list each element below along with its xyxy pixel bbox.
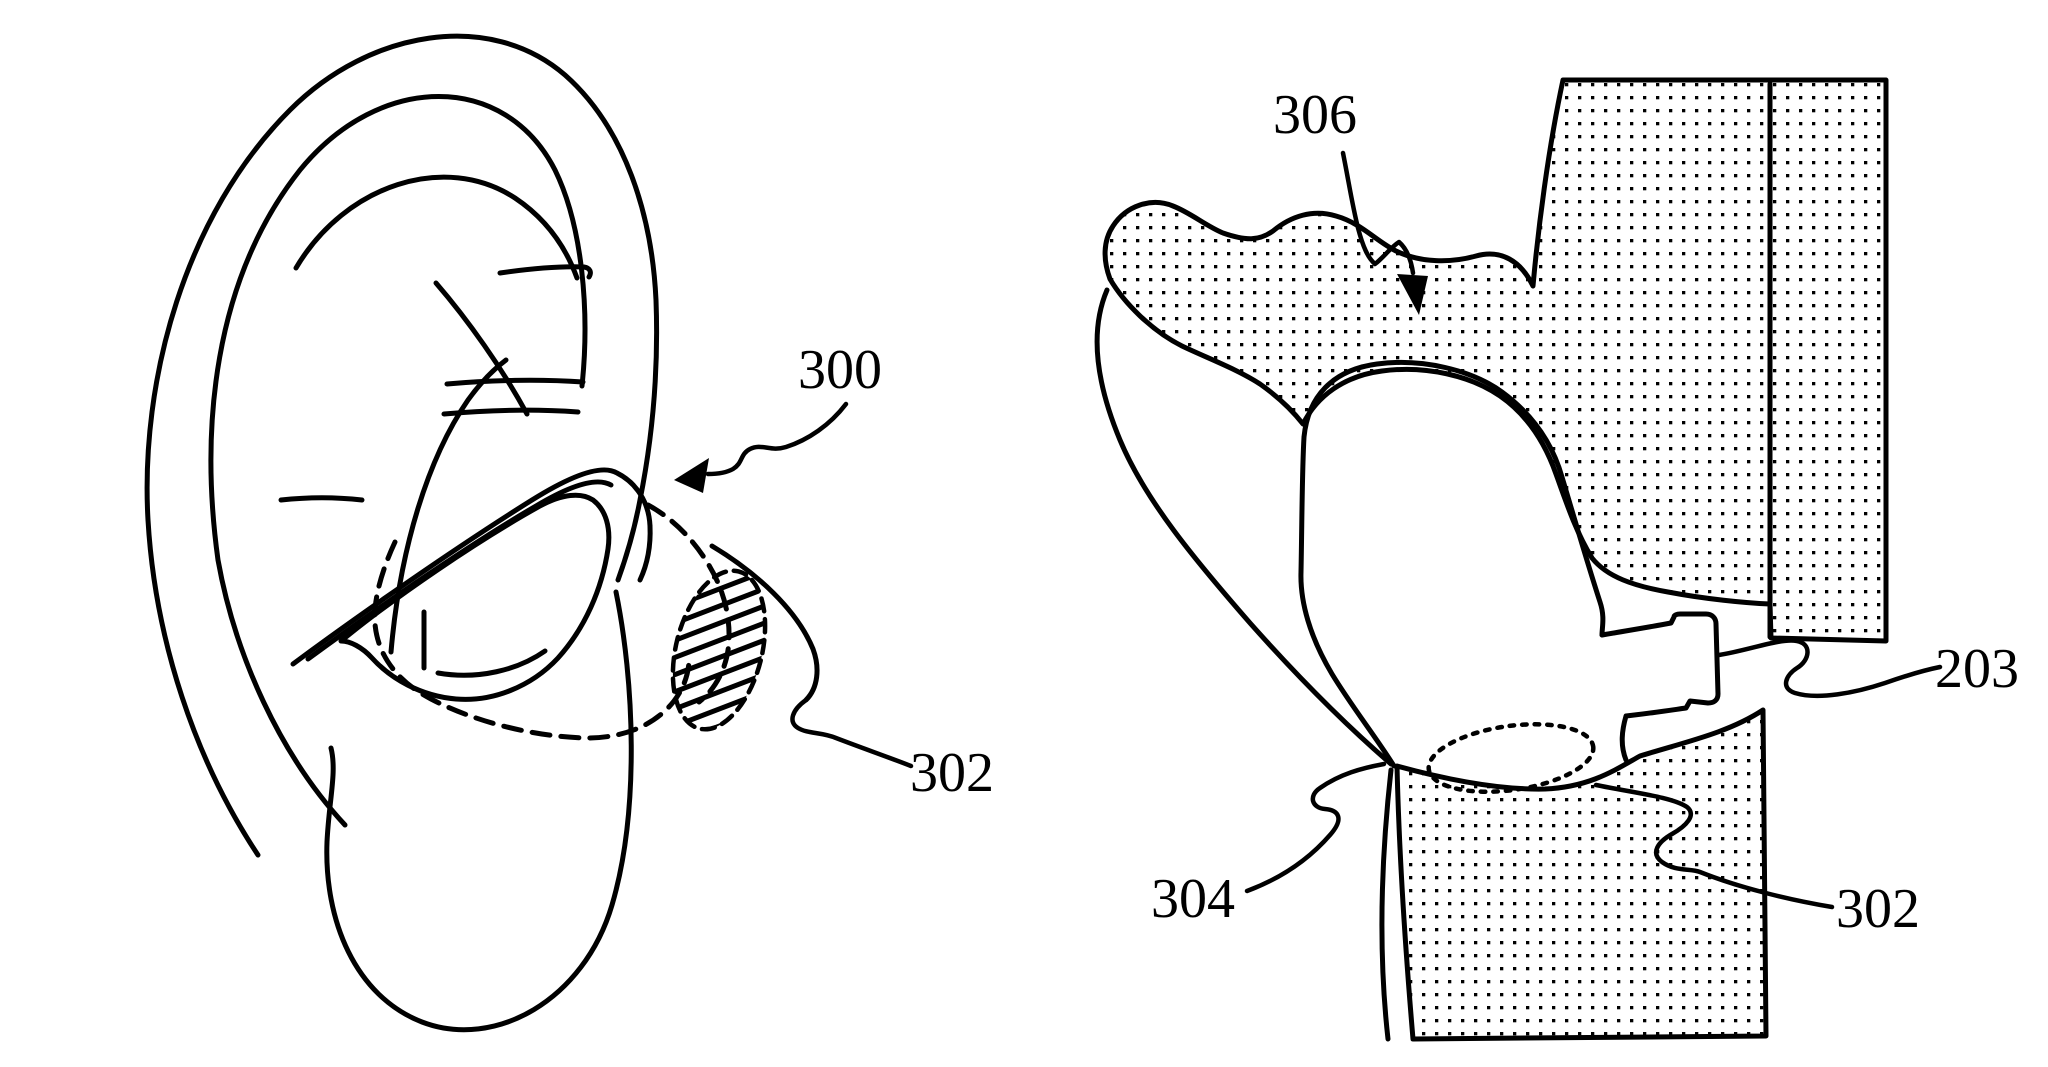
arrowhead-306-icon <box>1397 274 1428 315</box>
arrowhead-300-icon <box>674 458 709 493</box>
label-302-left: 302 <box>910 742 994 804</box>
concha-dashed-loop <box>372 539 692 741</box>
antihelix-branch-left <box>388 357 509 655</box>
leader-300 <box>705 401 849 477</box>
cross-section-left-outline <box>1094 287 1394 767</box>
upper-stippled-region <box>1102 77 1889 644</box>
earbud-face-bottom-line <box>435 648 548 678</box>
crus-line-1 <box>444 377 586 387</box>
antihelix-branch-right <box>433 280 530 417</box>
outer-helix-path <box>144 33 660 858</box>
earbud-face-path <box>338 492 612 702</box>
leader-302-right <box>1593 782 1835 910</box>
label-203: 203 <box>1935 638 2019 700</box>
eartip-hatched-ellipse <box>670 568 768 732</box>
label-302-right: 302 <box>1836 878 1920 940</box>
concha-line <box>278 495 365 503</box>
eartip-outer-dashed-arc <box>645 502 732 705</box>
earbud-dome-path <box>1298 359 1606 769</box>
inner-helix-fold-path <box>293 174 580 281</box>
crus-line-2 <box>441 407 581 417</box>
inner-helix-path <box>208 94 588 828</box>
leader-304 <box>1244 761 1387 894</box>
canal-outer-line <box>1379 767 1394 1042</box>
earbud-right-edge <box>637 523 653 583</box>
connector-plug-path <box>1599 611 1721 763</box>
lower-stippled-region <box>1394 707 1769 1042</box>
label-306: 306 <box>1273 84 1357 146</box>
label-300: 300 <box>798 339 882 401</box>
leader-302-left <box>790 697 914 769</box>
eartip-dotted-ellipse <box>1426 722 1596 794</box>
earbud-top-edge-outer <box>290 467 653 667</box>
label-304: 304 <box>1151 868 1235 930</box>
leader-203 <box>1716 638 1943 699</box>
leader-306 <box>1340 150 1416 276</box>
right-figure <box>1094 77 1943 1042</box>
helix-hook-line <box>497 264 593 280</box>
ear-lobe-path <box>324 589 634 1033</box>
tragus-curve <box>709 543 820 703</box>
left-figure <box>144 33 914 1033</box>
